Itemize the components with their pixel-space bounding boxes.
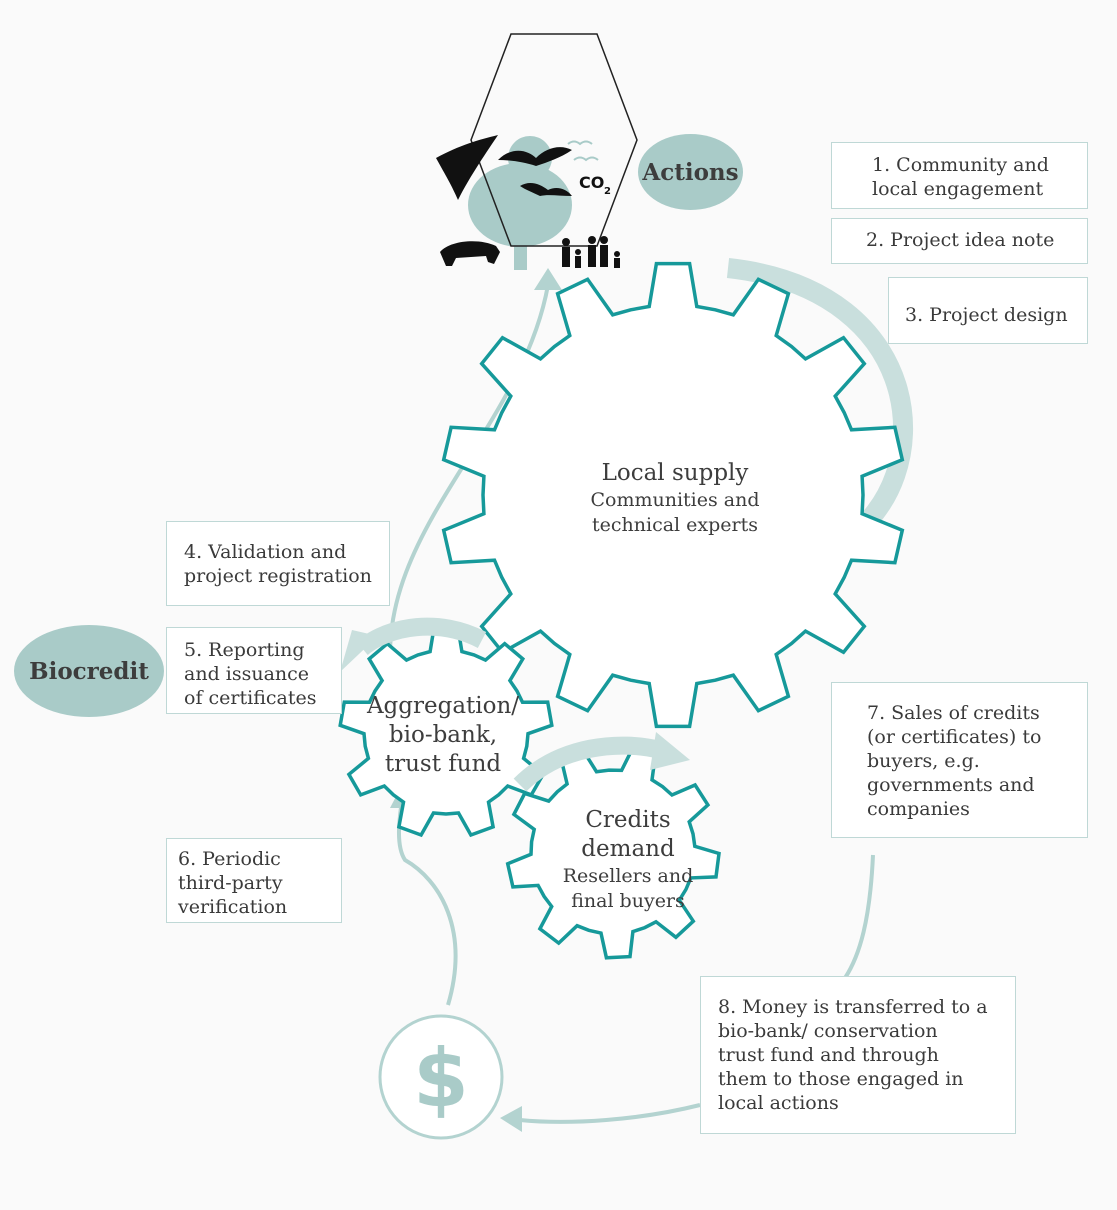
shark-icon — [436, 135, 498, 200]
step-4-box: 4. Validation and project registration — [166, 521, 390, 606]
actions-pill: Actions — [638, 134, 743, 210]
biocredit-label: Biocredit — [29, 657, 149, 685]
aggregation-gear — [338, 624, 554, 838]
step-2-line1: 2. Project idea note — [866, 229, 1055, 251]
step-8-line5: local actions — [718, 1092, 839, 1114]
issuance-arrowhead — [340, 630, 378, 672]
local-supply-line1: Communities and — [590, 489, 760, 511]
aggregation-line3: trust fund — [384, 751, 502, 777]
step-6-line1: 6. Periodic — [178, 848, 281, 870]
step-7-line1: 7. Sales of credits — [867, 702, 1040, 724]
biocredit-pill: Biocredit — [14, 625, 164, 717]
step-7-line3: buyers, e.g. — [867, 750, 980, 772]
step-5-box: 5. Reporting and issuance of certificate… — [166, 627, 342, 714]
tiger-icon — [440, 241, 500, 266]
aggregation-line2: bio-bank, — [388, 722, 498, 748]
credits-demand-line2: demand — [581, 836, 675, 862]
bat-icon — [498, 147, 572, 166]
credits-demand-gear — [505, 745, 721, 960]
step-6-box: 6. Periodic third-party verification — [166, 838, 342, 923]
credits-demand-line4: final buyers — [571, 890, 685, 912]
actions-illustration: CO 2 — [436, 33, 638, 270]
credits-transfer-arrowhead — [650, 732, 690, 770]
hexagon-frame — [470, 33, 638, 247]
family-icon — [562, 236, 620, 268]
step-3-line1: 3. Project design — [905, 304, 1068, 326]
co2-label: CO — [579, 173, 604, 192]
tree-crown — [468, 163, 572, 247]
step-5-line2: and issuance — [184, 663, 310, 685]
money-to-dollar-line — [519, 1103, 701, 1124]
step-8-line3: trust fund and through — [718, 1044, 939, 1066]
step-6-line2: third-party — [178, 872, 283, 894]
step-8-line2: bio-bank/ conservation — [718, 1020, 938, 1042]
actions-label: Actions — [642, 158, 739, 186]
bird-icon-2 — [573, 156, 599, 162]
small-bat-icon — [520, 183, 572, 196]
credits-demand-label: Credits demand Resellers and final buyer… — [528, 806, 728, 914]
step-2-box: 2. Project idea note — [831, 218, 1088, 264]
local-supply-gear — [441, 261, 905, 729]
step-5-line1: 5. Reporting — [184, 639, 305, 661]
step-7-box: 7. Sales of credits (or certificates) to… — [831, 682, 1088, 838]
step-3-box: 3. Project design — [888, 277, 1088, 344]
aggregation-label: Aggregation/ bio-bank, trust fund — [358, 692, 528, 779]
money-to-dollar-arrowhead — [500, 1106, 522, 1132]
step-1-box: 1. Community and local engagement — [831, 142, 1088, 209]
step-4-line2: project registration — [184, 565, 372, 587]
dollar-circle — [378, 1014, 504, 1140]
step-1-line2: local engagement — [872, 178, 1044, 200]
sales-to-money-line — [843, 854, 875, 980]
step-7-line4: governments and — [867, 774, 1035, 796]
local-supply-title: Local supply — [601, 460, 749, 486]
credits-demand-line1: Credits — [585, 807, 671, 833]
step-8-line4: them to those engaged in — [718, 1068, 964, 1090]
step-1-line1: 1. Community and — [872, 154, 1049, 176]
credits-demand-line3: Resellers and — [562, 865, 694, 887]
funding-to-actions-arrowhead — [534, 268, 562, 290]
credits-transfer-arrow — [513, 736, 663, 792]
step-4-line1: 4. Validation and — [184, 541, 347, 563]
aggregation-line1: Aggregation/ — [366, 693, 520, 719]
step-7-line5: companies — [867, 798, 970, 820]
step-7-line2: (or certificates) to — [867, 726, 1042, 748]
local-supply-label: Local supply Communities and technical e… — [560, 458, 790, 538]
step-6-line3: verification — [178, 896, 288, 918]
dollar-icon: $ — [413, 1032, 469, 1125]
local-supply-line2: technical experts — [592, 514, 758, 536]
step-8-box: 8. Money is transferred to a bio-bank/ c… — [700, 976, 1016, 1134]
co2-subscript: 2 — [604, 186, 611, 197]
tree-trunk — [514, 230, 527, 270]
step-8-line1: 8. Money is transferred to a — [718, 996, 988, 1018]
project-flow-arrow — [726, 258, 914, 549]
bird-icon — [567, 140, 593, 146]
step-5-line3: of certificates — [184, 687, 317, 709]
